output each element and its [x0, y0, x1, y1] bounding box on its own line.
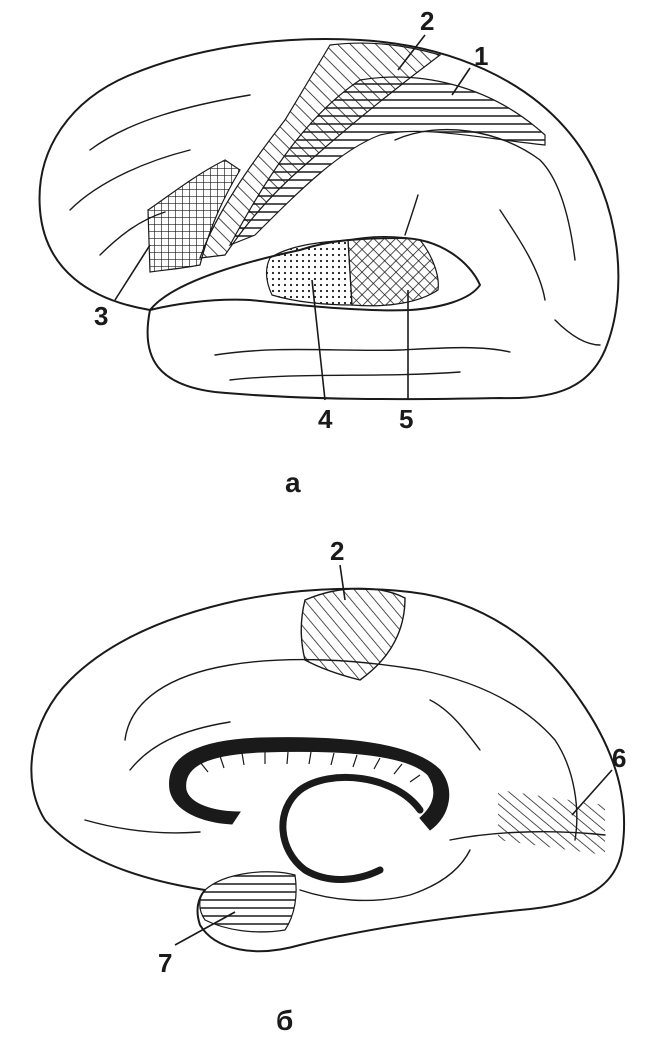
medial-sulcus-2: [429, 699, 481, 751]
lateral-brain-view: 1 2 3 4 5 а: [38, 6, 620, 498]
label-2: 2: [420, 6, 434, 36]
superior-temporal-branch: [404, 194, 419, 236]
frontal-sulcus-1: [69, 149, 191, 211]
area-7-region: [199, 871, 297, 933]
area-2-region: [199, 42, 442, 259]
area-6-region: [498, 790, 605, 855]
area-4-region: [265, 239, 353, 306]
leader-line-2: [397, 34, 426, 71]
medial-sulcus: [84, 819, 201, 834]
label-2-medial: 2: [330, 536, 344, 566]
leader-line-4: [311, 279, 326, 401]
leader-line-7: [174, 911, 236, 946]
area-2-medial-region: [300, 587, 406, 681]
lateral-brain-outline: [38, 38, 620, 401]
area-3-region: [147, 159, 241, 273]
temporal-sulcus-2: [229, 371, 461, 381]
label-7: 7: [158, 948, 172, 978]
label-6: 6: [612, 743, 626, 773]
leader-line-3: [114, 244, 151, 301]
cingulate-gyrus: [124, 658, 578, 841]
medial-brain-outline: [30, 587, 626, 953]
leader-line-2-medial: [339, 564, 346, 601]
fornix: [279, 773, 424, 883]
leader-line-6: [571, 769, 613, 816]
label-3: 3: [94, 301, 108, 331]
label-4: 4: [318, 404, 333, 434]
brainstem-contour: [299, 849, 471, 902]
corpus-callosum: [169, 737, 450, 831]
temporal-sulcus: [214, 346, 511, 356]
panel-a-caption: а: [285, 467, 301, 498]
occipital-sulcus-2: [554, 319, 601, 346]
cingulate-gyrus-inner: [129, 721, 231, 771]
callosum-striations: [199, 751, 421, 783]
panel-b-caption: б: [276, 1005, 293, 1036]
label-5: 5: [399, 404, 413, 434]
frontal-sulcus-2: [89, 94, 251, 151]
occipital-sulcus: [499, 209, 546, 301]
area-5-region: [347, 236, 439, 307]
medial-brain-view: 2 6 7 б: [30, 536, 626, 1036]
leader-line-1: [451, 67, 471, 96]
label-1: 1: [474, 41, 488, 71]
